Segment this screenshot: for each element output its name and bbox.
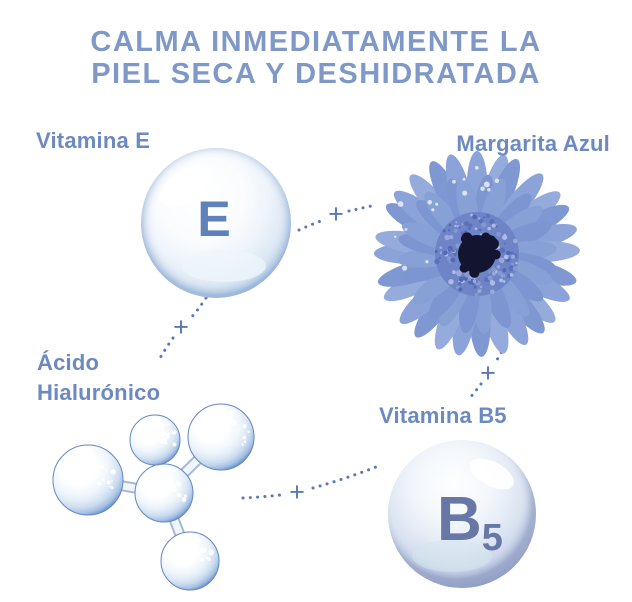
b5-symbol-sub: 5 <box>482 517 503 559</box>
label-hyaluronic-acid: Ácido Hialurónico <box>37 350 161 405</box>
title-line-2: PIEL SECA Y DESHIDRATADA <box>91 58 541 90</box>
pearl-bubble-icon: B5 <box>388 440 536 588</box>
water-bubble-icon: E <box>141 148 291 298</box>
dotted-connector-e-hyaluronic <box>158 296 208 360</box>
vitamin-e-symbol: E <box>197 191 230 247</box>
molecule-bubbles-icon <box>52 403 255 591</box>
plus-sign: + <box>480 358 496 388</box>
plus-sign: + <box>328 199 344 229</box>
dotted-connector-e-daisy <box>297 203 378 232</box>
vitamin-b5-symbol: B5 <box>437 485 503 559</box>
label-blue-daisy: Margarita Azul <box>456 131 610 156</box>
plus-sign: + <box>173 312 189 342</box>
dotted-connector-hyaluronic-b5 <box>241 465 378 500</box>
plus-sign: + <box>289 477 305 507</box>
label-vitamin-b5: Vitamina B5 <box>379 403 507 428</box>
title-line-1: CALMA INMEDIATAMENTE LA <box>90 26 542 58</box>
b5-symbol-main: B <box>437 485 482 554</box>
label-vitamin-e: Vitamina E <box>36 128 151 153</box>
page-title: CALMA INMEDIATAMENTE LA PIEL SECA Y DESH… <box>0 26 632 90</box>
blue-daisy-flower-icon <box>374 151 580 357</box>
